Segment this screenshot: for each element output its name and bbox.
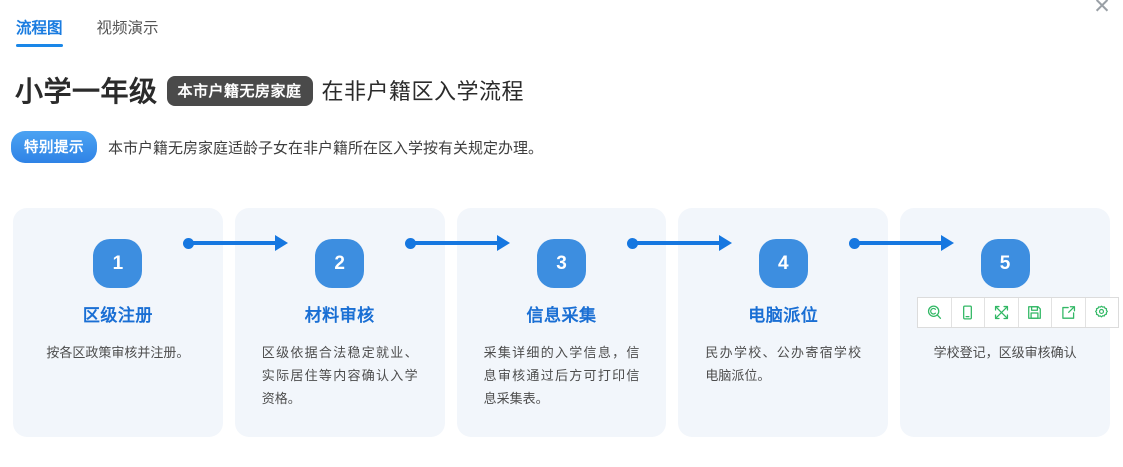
flow-step-2[interactable]: 2 材料审核 区级依据合法稳定就业、实际居住等内容确认入学资格。 [234, 208, 445, 437]
tab-video-demo[interactable]: 视频演示 [96, 20, 159, 37]
step-description: 区级依据合法稳定就业、实际居住等内容确认入学资格。 [261, 345, 418, 406]
fullscreen-expand-button[interactable] [985, 298, 1019, 327]
page-title-tail: 在非户籍区入学流程 [321, 79, 525, 104]
share-export-icon [1060, 304, 1077, 321]
page-title-badge: 本市户籍无房家庭 [166, 76, 313, 106]
step-description: 按各区政策审核并注册。 [46, 345, 190, 360]
flow-step-4[interactable]: 4 电脑派位 民办学校、公办寄宿学校电脑派位。 [678, 208, 889, 437]
step-number-badge: 4 [758, 239, 808, 288]
scan-qr-icon [926, 304, 943, 321]
special-notice: 特别提示 本市户籍无房家庭适龄子女在非户籍所在区入学按有关规定办理。 [11, 131, 543, 163]
step-description: 学校登记，区级审核确认 [933, 345, 1077, 360]
step-description: 采集详细的入学信息，信息审核通过后方可打印信息采集表。 [483, 345, 640, 406]
mobile-phone-icon [959, 304, 976, 321]
scan-qr-button[interactable] [918, 298, 952, 327]
step-title: 信息采集 [526, 306, 597, 325]
flow-step-1[interactable]: 1 区级注册 按各区政策审核并注册。 [13, 208, 223, 437]
special-notice-text: 本市户籍无房家庭适龄子女在非户籍所在区入学按有关规定办理。 [108, 139, 544, 157]
image-viewer-toolbar [917, 297, 1119, 328]
save-button[interactable] [1018, 298, 1052, 327]
save-floppy-icon [1026, 304, 1043, 321]
close-icon[interactable]: ✕ [1093, 0, 1111, 18]
step-number-badge: 2 [315, 239, 365, 288]
page-title-main: 小学一年级 [15, 76, 158, 107]
flow-step-3[interactable]: 3 信息采集 采集详细的入学信息，信息审核通过后方可打印信息采集表。 [456, 208, 667, 437]
step-description: 民办学校、公办寄宿学校电脑派位。 [705, 345, 862, 383]
step-title: 材料审核 [304, 306, 375, 325]
page-title: 小学一年级 本市户籍无房家庭 在非户籍区入学流程 [15, 70, 524, 110]
mobile-phone-button[interactable] [951, 298, 985, 327]
step-title: 电脑派位 [748, 306, 819, 325]
share-export-button[interactable] [1052, 298, 1086, 327]
tab-flowchart[interactable]: 流程图 [16, 16, 63, 47]
fullscreen-expand-icon [993, 304, 1010, 321]
step-number-badge: 1 [93, 239, 143, 288]
step-number-badge: 3 [536, 239, 586, 288]
settings-gear-icon [1093, 304, 1110, 321]
step-title: 区级注册 [82, 306, 153, 325]
settings-button[interactable] [1085, 298, 1118, 327]
tab-bar: 流程图 视频演示 [16, 16, 159, 47]
step-number-badge: 5 [980, 239, 1030, 288]
special-notice-badge: 特别提示 [11, 131, 97, 163]
